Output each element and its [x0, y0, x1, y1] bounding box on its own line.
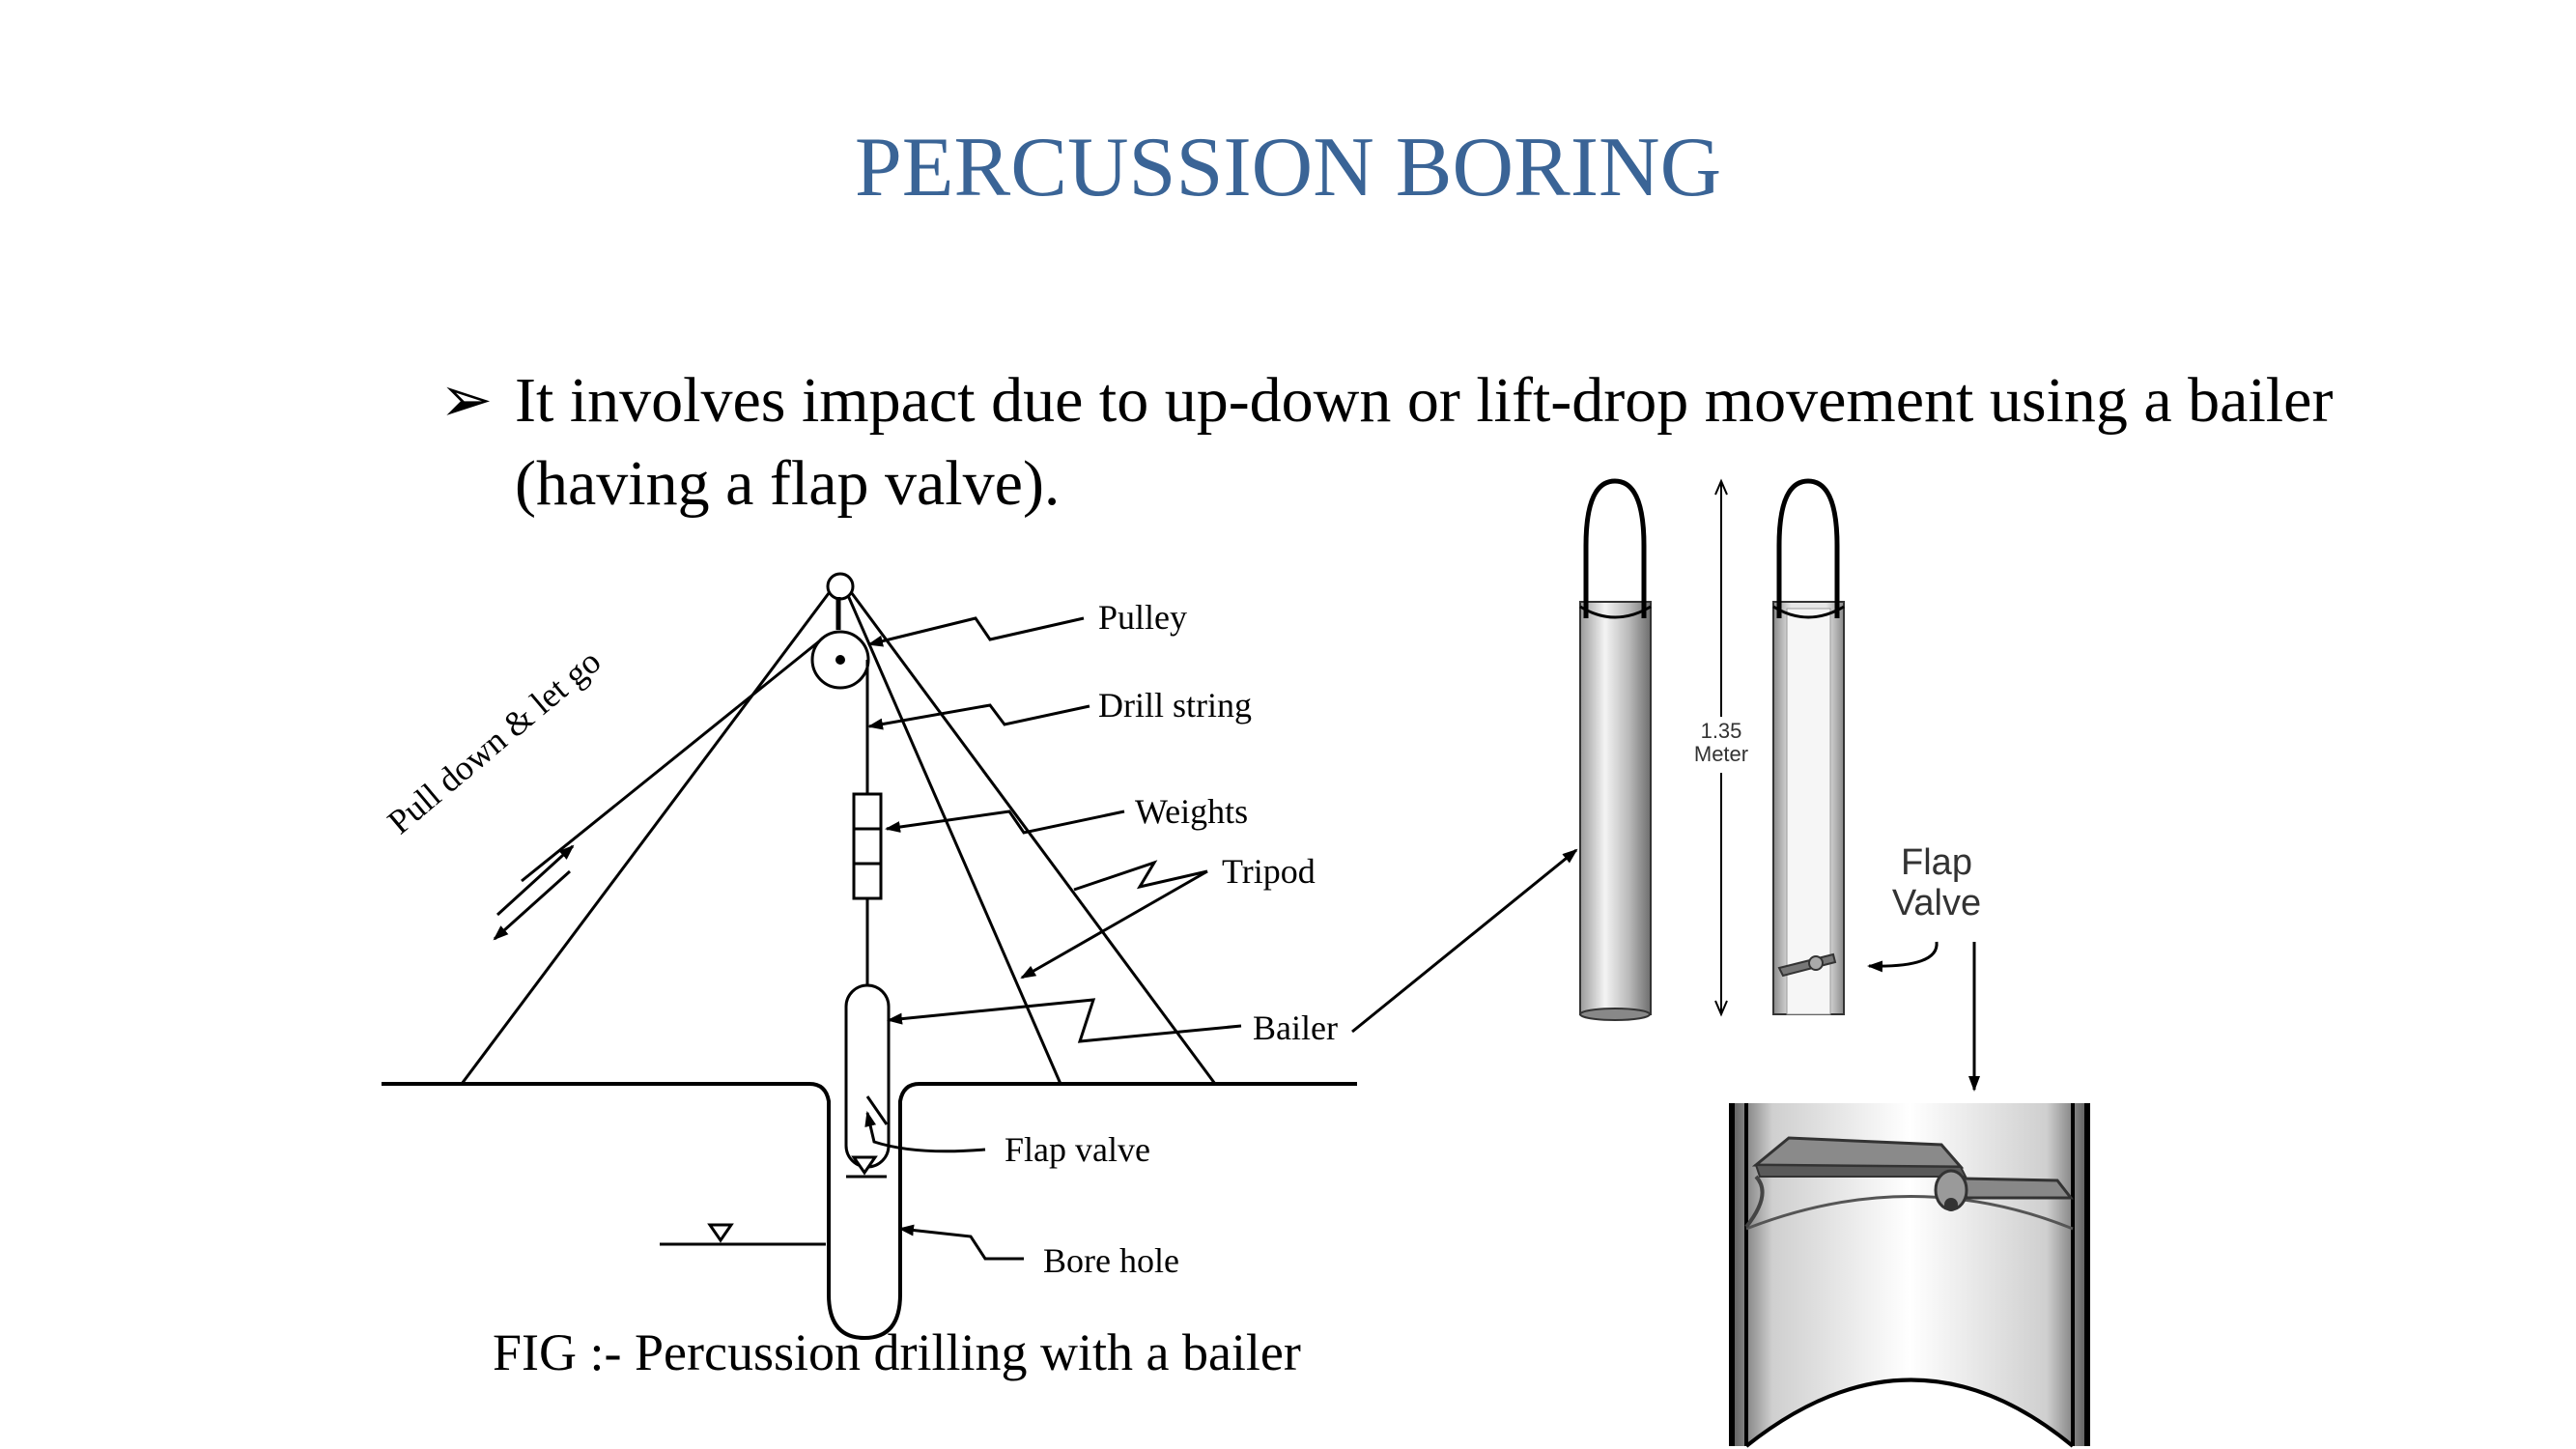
page-title: PERCUSSION BORING [854, 121, 1722, 214]
flap-valve-arrows [1867, 941, 1980, 1092]
dimension-label: 1.35 Meter [1688, 720, 1754, 766]
bailer-tube-cutaway [1772, 478, 1845, 1015]
flap-valve-detail-label: Flap Valve [1883, 842, 1990, 923]
water-table-symbol [660, 1155, 887, 1246]
dimension-unit: Meter [1693, 742, 1749, 766]
label-bore-hole: Bore hole [1043, 1241, 1179, 1280]
label-weights: Weights [1135, 792, 1249, 831]
pull-down-arrows [493, 844, 575, 941]
dimension-value: 1.35 [1700, 719, 1742, 743]
pulley [810, 572, 870, 690]
leader-lines [864, 616, 1578, 1261]
pull-rope [521, 639, 820, 883]
bailer-tube-closed [1579, 478, 1652, 1021]
arrow-bullet-icon: ➢ [439, 365, 494, 436]
flap-valve-closeup [1729, 1103, 2090, 1448]
label-tripod: Tripod [1222, 852, 1316, 891]
flap-valve-detail-line1: Flap [1901, 842, 1972, 883]
ground-line [382, 1082, 1357, 1341]
bullet-text: It involves impact due to up-down or lif… [515, 365, 2334, 519]
bailer [844, 983, 891, 1169]
weights [852, 792, 883, 900]
label-pulley: Pulley [1098, 598, 1188, 637]
label-bailer: Bailer [1253, 1009, 1338, 1047]
flap-valve-detail-line2: Valve [1891, 883, 1982, 923]
label-drill-string: Drill string [1098, 686, 1252, 724]
figure-caption: FIG :- Percussion drilling with a bailer [493, 1323, 1301, 1381]
dimension-line [1714, 478, 1728, 1017]
label-flap-valve: Flap valve [1005, 1130, 1150, 1169]
